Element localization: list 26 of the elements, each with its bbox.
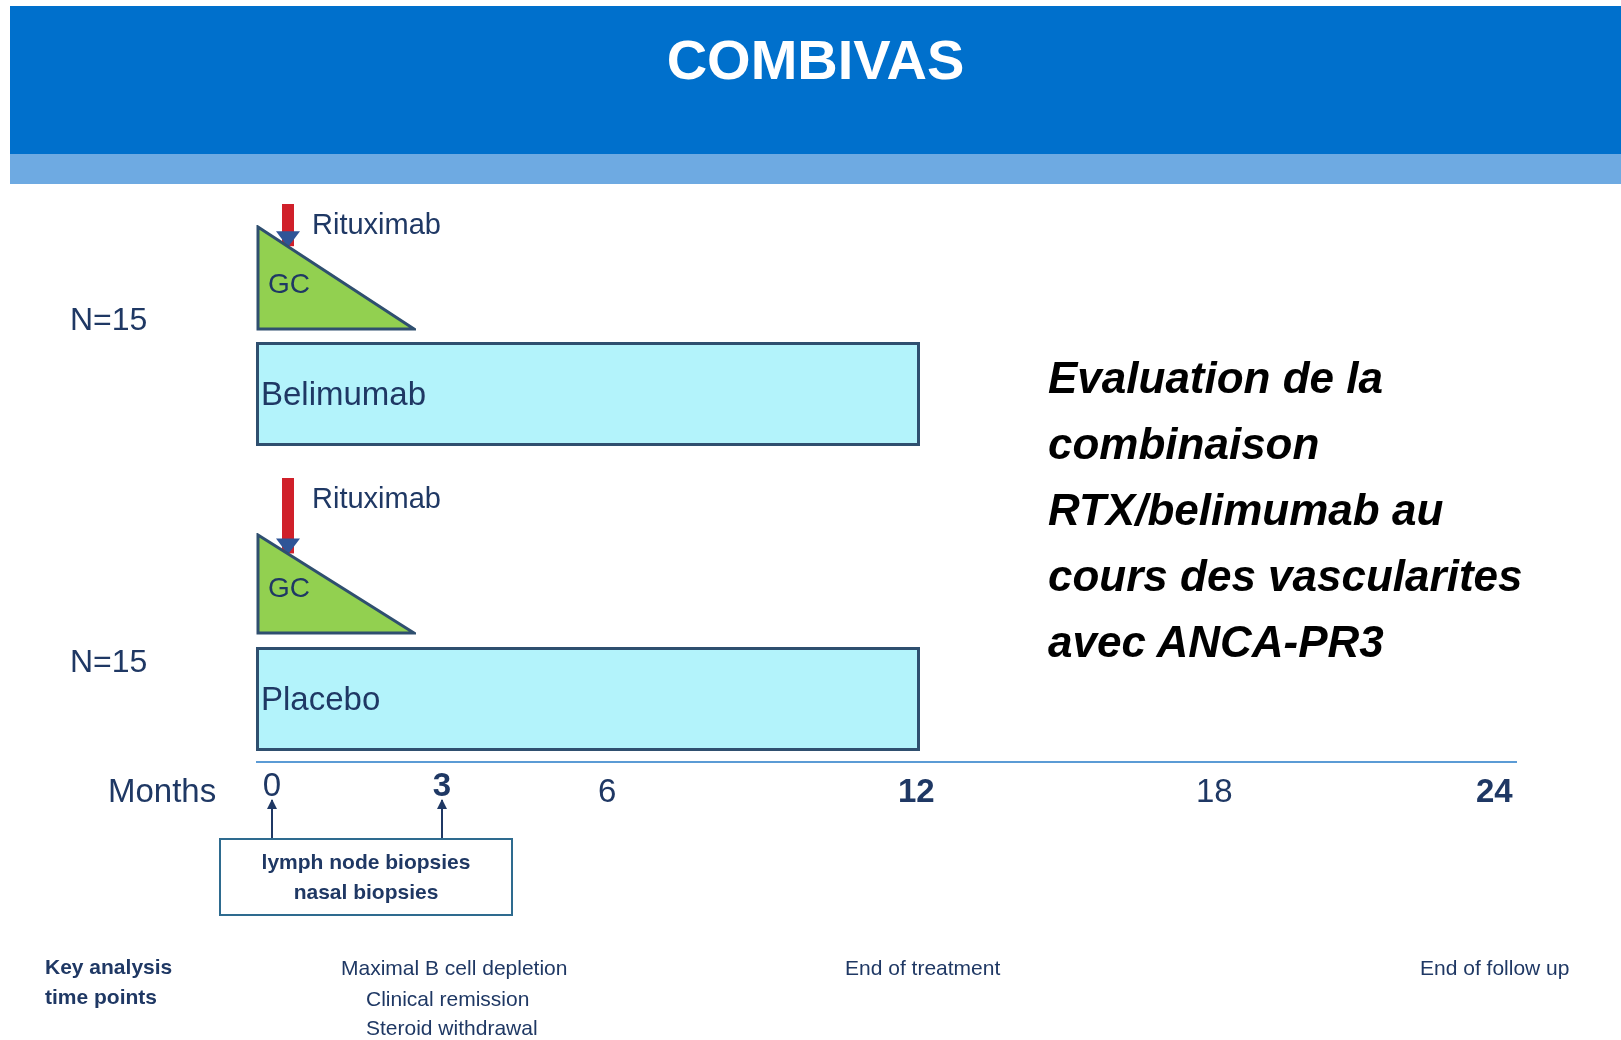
month-tick: 24: [1476, 771, 1514, 811]
time-point-label: Steroid withdrawal: [366, 1015, 539, 1040]
time-point-label: End of follow up: [1420, 955, 1571, 981]
arrow: [437, 799, 447, 839]
month-tick: 3: [430, 768, 454, 800]
section-label: Key analysis time points: [45, 954, 174, 1011]
treatment-bar: Placebo: [256, 647, 920, 751]
taper-triangle: GC: [256, 533, 416, 635]
time-point-label: Maximal B cell depletion: [341, 955, 569, 981]
month-tick: 18: [1196, 771, 1234, 811]
time-point-label: Clinical remission: [366, 986, 531, 1012]
month-tick: 6: [598, 771, 618, 811]
treatment-bar: Belimumab: [256, 342, 920, 446]
edge-label: Rituximab: [312, 484, 441, 513]
biopsy-note-box: lymph node biopsies nasal biopsies: [219, 838, 513, 916]
group-size: N=15: [70, 642, 149, 681]
month-tick: 12: [898, 771, 936, 811]
description-text: Evaluation de la combinaison RTX/belimumab au cours des vascularites avec ANCA-PR3: [1048, 352, 1524, 668]
group-size: N=15: [70, 300, 149, 339]
title-banner: COMBIVAS: [10, 6, 1621, 154]
month-tick: 0: [260, 768, 284, 800]
arrow: [267, 799, 277, 839]
time-point-label: End of treatment: [845, 955, 1002, 981]
dose-arrow: [276, 478, 300, 555]
dose-arrow: [276, 204, 300, 248]
axis-title: Months: [108, 771, 218, 811]
